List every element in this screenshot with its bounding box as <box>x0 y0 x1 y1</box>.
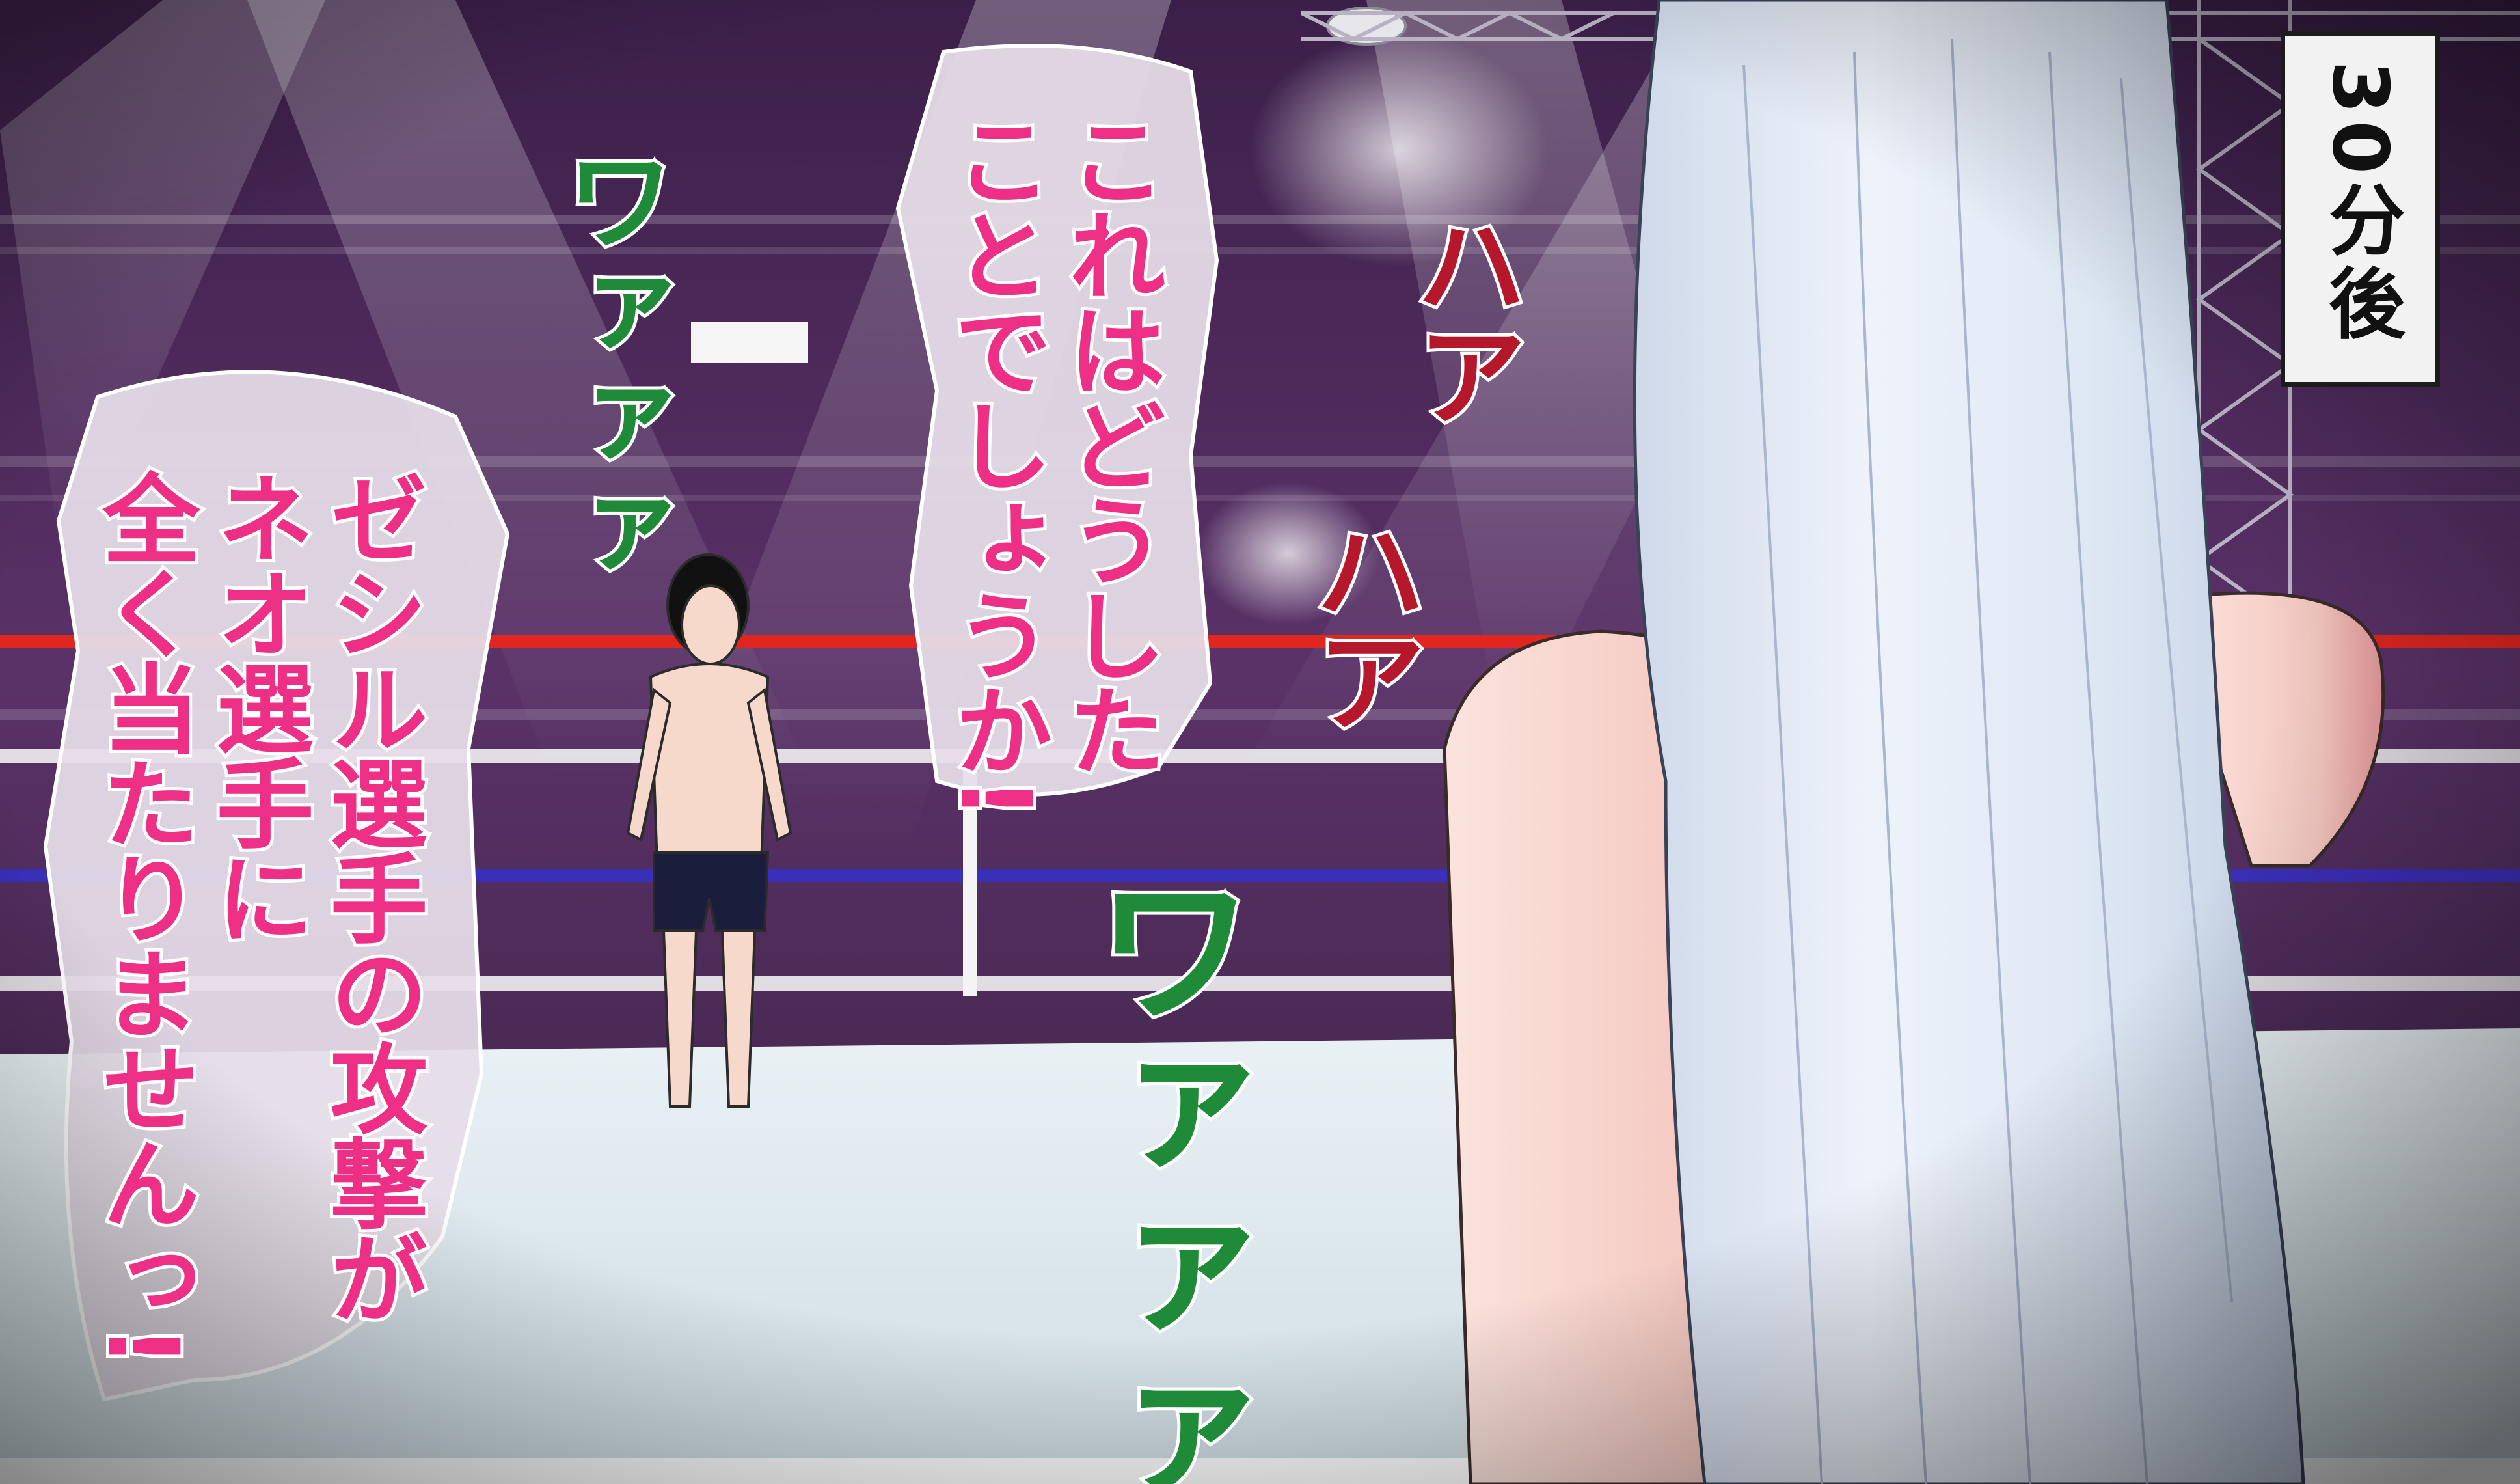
time-caption-text: 30分後 <box>2315 61 2405 348</box>
time-caption-box: 30分後 <box>2281 31 2440 387</box>
sfx-crowd-cheer-lower: ワァァァ <box>1061 862 1256 1484</box>
censor-bar <box>691 322 808 363</box>
speech-center-line-2: ことでしょうか! <box>935 107 1055 821</box>
speech-left-line-1: ゼシル選手の攻撃が <box>310 465 430 1327</box>
sfx-panting-upper: ハア <box>1393 205 1528 433</box>
speech-left-line-3: 全く当たりませんっ! <box>83 465 202 1369</box>
sfx-panting-lower: ハア <box>1292 511 1428 739</box>
speech-center-line-1: これはどうした <box>1049 107 1169 779</box>
speech-left-line-2: ネオ選手に <box>196 465 316 947</box>
sfx-crowd-cheer-upper: ワァァァ <box>541 140 676 589</box>
